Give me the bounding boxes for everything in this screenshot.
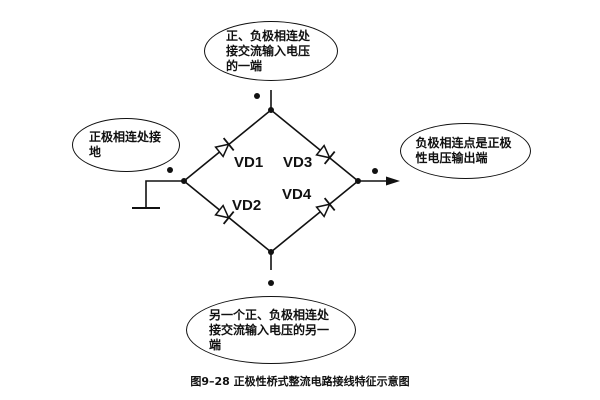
diode-vd3-icon [315, 144, 336, 165]
pointer-top-dot [254, 93, 260, 99]
junction-bottom-dot [268, 249, 274, 255]
junction-top-dot [268, 107, 274, 113]
callout-ac-input-top: 正、负极相连处接交流输入电压的一端 [204, 21, 338, 81]
callout-pointer-dots [167, 93, 378, 286]
callout-positive-output: 负极相连点是正极性电压输出端 [400, 123, 531, 179]
output-arrow-icon [386, 176, 400, 186]
diode-vd1-icon [214, 137, 235, 158]
pointer-bottom-dot [268, 280, 274, 286]
diode-vd4-icon [315, 197, 336, 218]
callout-ac-input-bottom: 另一个正、负极相连处接交流输入电压的另一端 [186, 296, 356, 364]
wire-bottom-right [270, 180, 359, 253]
callout-ac-input-top-text: 正、负极相连处接交流输入电压的一端 [226, 28, 311, 73]
junction-right-dot [355, 178, 361, 184]
wire-ground [145, 180, 184, 208]
diode-vd2-icon [214, 204, 235, 225]
pointer-left-dot [167, 167, 173, 173]
diode-label-vd1: VD1 [234, 154, 263, 171]
junction-left-dot [181, 178, 187, 184]
wire-top-right [270, 109, 359, 182]
diode-label-vd4: VD4 [282, 186, 312, 203]
diode-label-vd3: VD3 [283, 154, 312, 171]
callout-ground-text: 正极相连处接地 [89, 130, 162, 159]
diode-label-vd2: VD2 [232, 197, 261, 214]
callout-positive-output-text: 负极相连点是正极性电压输出端 [415, 136, 512, 165]
callout-ac-input-bottom-text: 另一个正、负极相连处接交流输入电压的另一端 [209, 307, 330, 352]
figure-caption: 图9–28 正极性桥式整流电路接线特征示意图 [190, 375, 410, 388]
bridge-wires [132, 90, 390, 270]
junction-dots [181, 107, 361, 255]
pointer-right-dot [372, 168, 378, 174]
callout-ground: 正极相连处接地 [72, 118, 180, 172]
